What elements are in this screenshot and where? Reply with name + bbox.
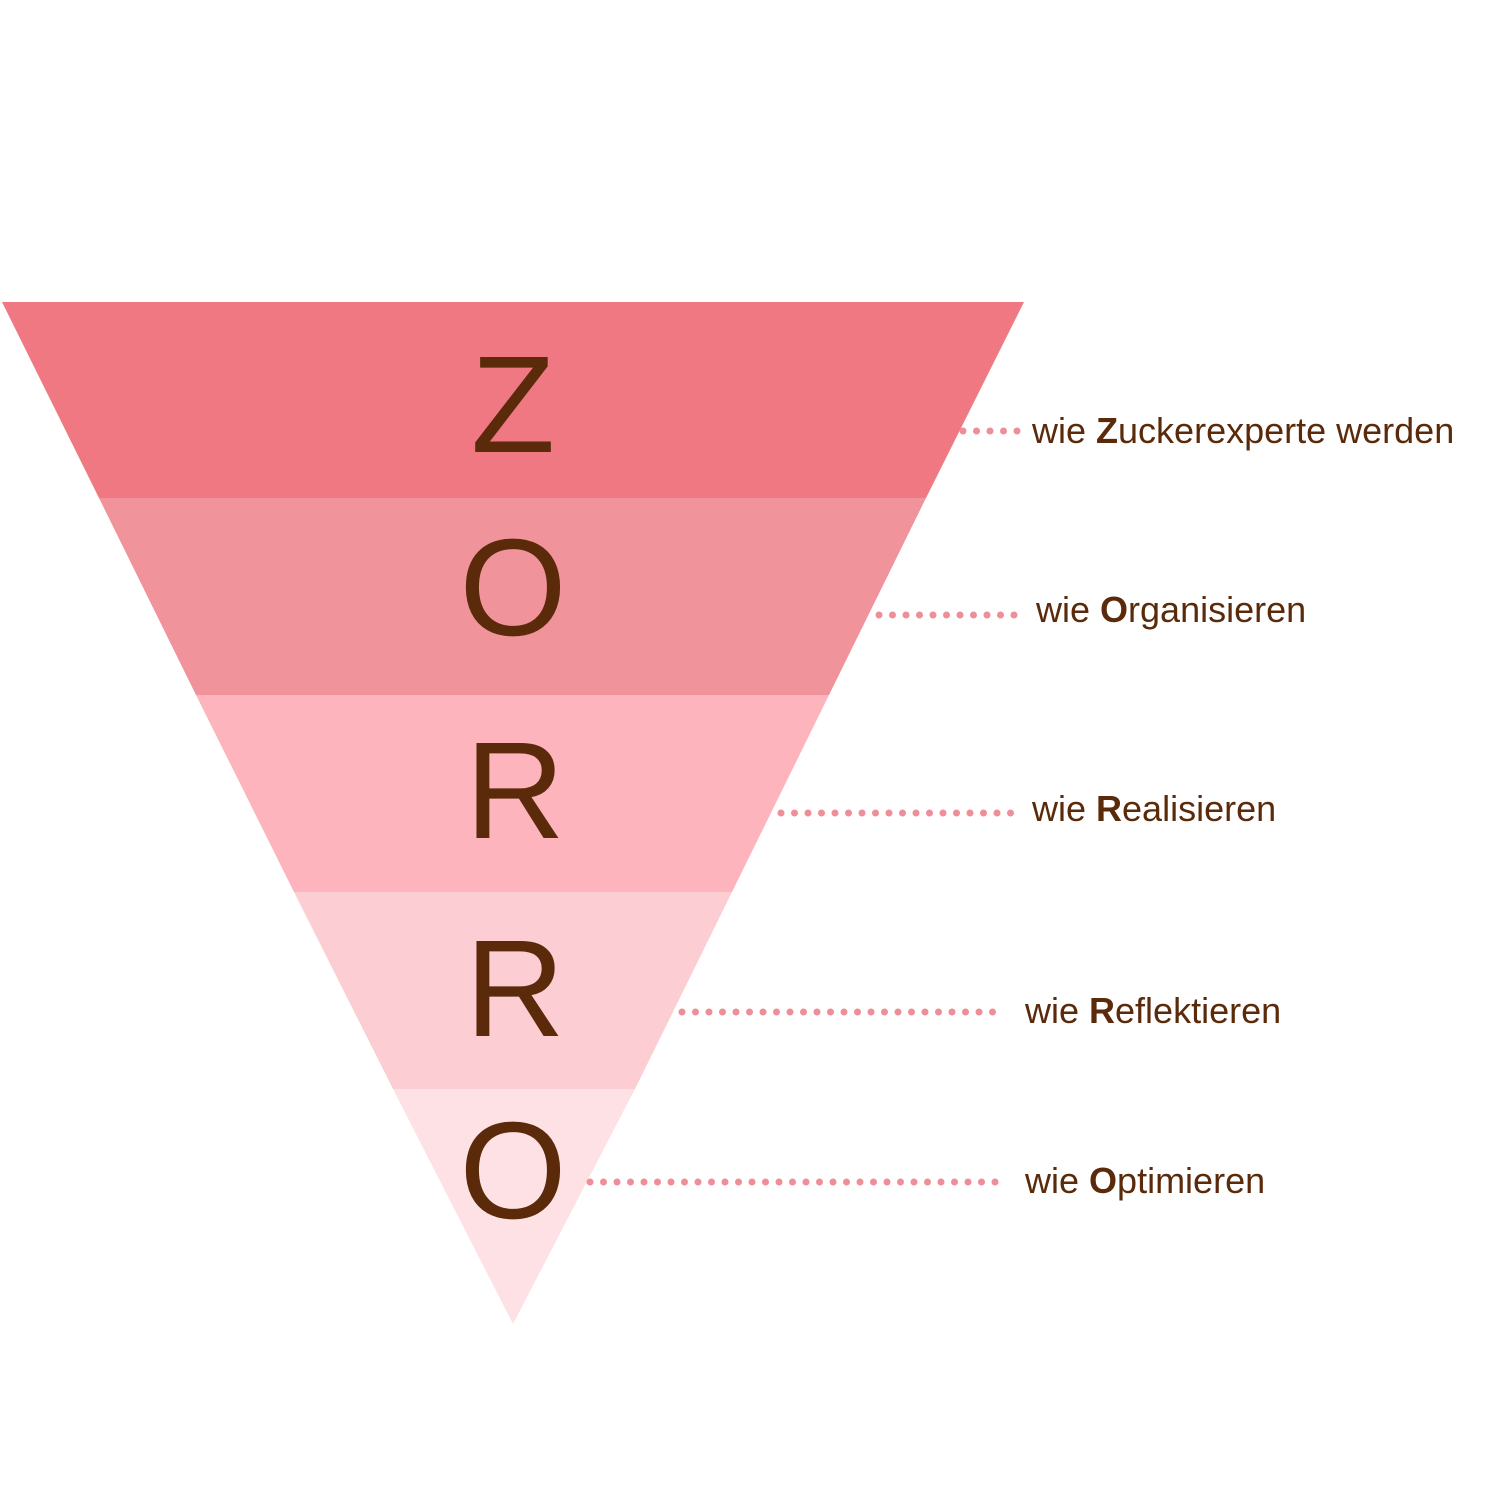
step-label-rest: uckerexperte werden — [1118, 410, 1454, 451]
step-label-initial: R — [1089, 990, 1115, 1031]
step-label-realisieren: wie Realisieren — [1031, 788, 1276, 829]
funnel-band-1 — [2, 302, 1024, 498]
acronym-letter-r: R — [465, 714, 565, 868]
step-label-zuckerexperte: wie Zuckerexperte werden — [1031, 410, 1454, 451]
dotted-leader-lines — [586, 427, 1026, 1186]
acronym-letter-o: O — [459, 511, 566, 665]
step-label-initial: O — [1089, 1160, 1117, 1201]
step-label-prefix: wie — [1024, 1160, 1089, 1201]
step-label-initial: O — [1100, 589, 1128, 630]
step-label-prefix: wie — [1031, 788, 1096, 829]
step-label-organisieren: wie Organisieren — [1035, 589, 1306, 630]
step-label-rest: ptimieren — [1117, 1160, 1265, 1201]
funnel-band-3 — [196, 695, 829, 892]
step-label-prefix: wie — [1031, 410, 1096, 451]
step-label-optimieren: wie Optimieren — [1024, 1160, 1265, 1201]
acronym-letter-r-second: R — [465, 912, 565, 1066]
funnel-band-4 — [294, 892, 732, 1089]
step-labels: wie Zuckerexperte werden wie Organisiere… — [1024, 410, 1454, 1201]
step-label-initial: R — [1096, 788, 1122, 829]
step-label-rest: ealisieren — [1122, 788, 1276, 829]
acronym-letter-o-second: O — [459, 1094, 566, 1248]
step-label-prefix: wie — [1035, 589, 1100, 630]
acronym-letter-z: Z — [471, 328, 555, 482]
step-label-prefix: wie — [1024, 990, 1089, 1031]
funnel-bands — [2, 302, 1024, 1324]
acronym-letters: Z O R R O — [459, 328, 566, 1248]
funnel-band-5 — [393, 1089, 635, 1324]
step-label-rest: eflektieren — [1115, 990, 1281, 1031]
step-label-rest: rganisieren — [1128, 589, 1306, 630]
funnel-band-2 — [99, 498, 926, 695]
step-label-initial: Z — [1096, 410, 1118, 451]
step-label-reflektieren: wie Reflektieren — [1024, 990, 1281, 1031]
